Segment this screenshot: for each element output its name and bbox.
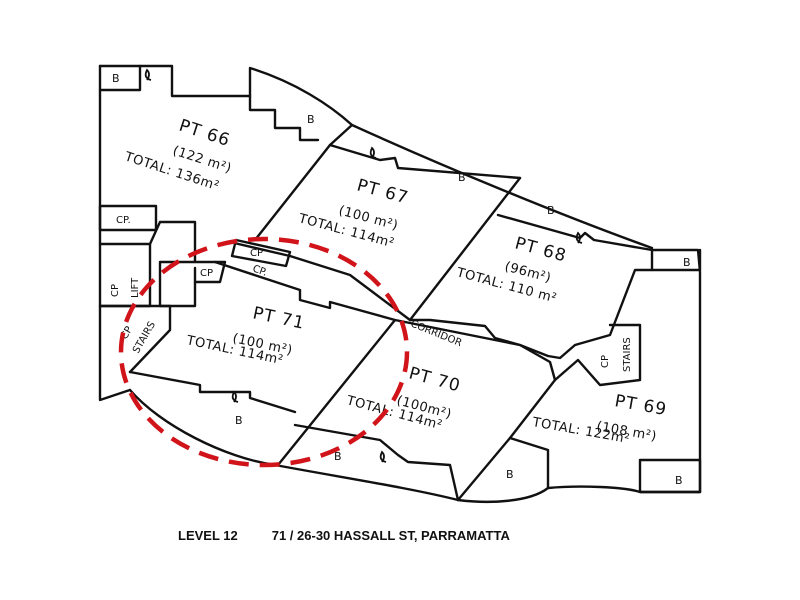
outline-south-70 xyxy=(456,436,512,502)
lift-label: LIFT xyxy=(130,277,141,298)
balcony-marks xyxy=(144,68,583,463)
car-park-label: CP xyxy=(200,268,213,279)
wall-67-balcony xyxy=(328,143,522,180)
car-park-label: CP. xyxy=(251,263,269,278)
wall-71-70 xyxy=(276,318,397,467)
cp-box-3 xyxy=(230,238,292,268)
balcony-label: B xyxy=(235,414,243,427)
balcony-label: B xyxy=(458,171,466,184)
wall-69-balcony xyxy=(638,458,702,494)
wall-68-corridor xyxy=(408,248,654,360)
lot-71-title: PT 71 xyxy=(251,303,307,334)
outline-north xyxy=(98,64,654,250)
lot-67-title: PT 67 xyxy=(355,176,411,209)
balcony-label: B xyxy=(307,113,315,126)
balcony-68-east xyxy=(650,248,702,272)
lot-69: PT 69 (108 m²) TOTAL: 122m² xyxy=(530,391,668,447)
outline-west xyxy=(98,64,132,402)
lot-69-title: PT 69 xyxy=(613,391,668,420)
balcony-label: B xyxy=(675,474,683,487)
outline-south-69 xyxy=(456,485,702,504)
balcony-66-step xyxy=(248,94,320,142)
lot-68: PT 68 (96m²) TOTAL: 110 m² xyxy=(454,234,569,307)
plan-caption: LEVEL 12 71 / 26-30 HASSALL ST, PARRAMATT… xyxy=(178,528,510,543)
wall-corridor-south xyxy=(213,260,557,382)
interior-walls xyxy=(128,123,702,502)
core-left-block xyxy=(98,242,152,308)
cp-box-2 xyxy=(193,260,227,284)
wall-70-69 xyxy=(508,378,557,490)
lot-69-total: TOTAL: 122m² xyxy=(530,415,631,447)
car-park-label: CP xyxy=(250,248,263,259)
lot-71: PT 71 (100 m²) TOTAL: 114m² xyxy=(184,303,306,368)
balcony-label: B xyxy=(506,468,514,481)
car-park-label: CP xyxy=(600,355,611,368)
outline-east xyxy=(650,248,702,494)
wall-corridor-north xyxy=(228,240,412,322)
car-park-label: CP. xyxy=(116,215,131,226)
wall-69-core xyxy=(553,323,642,387)
stairs-left xyxy=(98,304,172,374)
balcony-label: B xyxy=(547,204,555,217)
lot-67: PT 67 (100 m²) TOTAL: 114m² xyxy=(296,176,411,252)
highlight-circle-lot-71 xyxy=(118,236,410,468)
stairs-label: STAIRS xyxy=(622,337,633,372)
balcony-label: B xyxy=(112,72,120,85)
wall-70-south xyxy=(293,423,460,502)
lot-66: PT 66 (122 m²) TOTAL: 136m² xyxy=(122,116,234,194)
balcony-66-corner xyxy=(98,64,142,92)
level-label: LEVEL 12 xyxy=(178,528,238,543)
balcony-label: B xyxy=(334,450,342,463)
address-label: 71 / 26-30 HASSALL ST, PARRAMATTA xyxy=(271,528,510,543)
lot-70: PT 70 (100m²) TOTAL: 114m² xyxy=(344,364,463,434)
stairs-label: STAIRS xyxy=(131,320,158,356)
car-park-label: CP xyxy=(110,284,121,297)
wall-68-balcony xyxy=(496,213,654,252)
wall-71-south xyxy=(128,370,297,414)
lot-68-title: PT 68 xyxy=(513,234,569,267)
wall-67-68 xyxy=(408,176,522,322)
lot-70-title: PT 70 xyxy=(407,364,463,397)
cp-box-1 xyxy=(98,204,158,232)
balcony-label: B xyxy=(683,256,691,269)
